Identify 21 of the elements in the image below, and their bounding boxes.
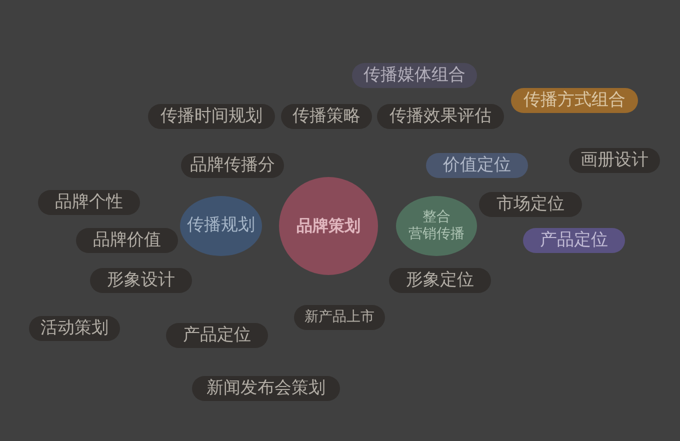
keyword-pill: 传播媒体组合 — [352, 63, 477, 88]
keyword-pill: 价值定位 — [426, 153, 528, 178]
keyword-pill: 产品定位 — [523, 228, 625, 253]
keyword-pill: 新闻发布会策划 — [192, 376, 340, 401]
keyword-pill: 品牌传播分 — [181, 153, 284, 178]
keyword-pill: 形象设计 — [90, 268, 192, 293]
keyword-pill: 画册设计 — [569, 148, 660, 173]
keyword-pill: 传播时间规划 — [148, 104, 275, 129]
central-circle: 品牌策划 — [279, 177, 378, 275]
keyword-pill: 品牌价值 — [76, 228, 178, 253]
keyword-pill: 品牌个性 — [38, 190, 140, 215]
keyword-pill: 形象定位 — [389, 268, 491, 293]
topic-ellipse: 传播规划 — [180, 196, 262, 256]
keyword-pill: 产品定位 — [166, 323, 268, 348]
keyword-pill: 传播策略 — [281, 104, 372, 129]
keyword-pill: 新产品上市 — [294, 305, 385, 330]
topic-ellipse: 整合营销传播 — [396, 196, 477, 256]
keyword-pill: 市场定位 — [479, 192, 582, 217]
keyword-pill: 活动策划 — [29, 316, 120, 341]
keyword-pill: 传播效果评估 — [377, 104, 504, 129]
keyword-pill: 传播方式组合 — [511, 88, 638, 113]
